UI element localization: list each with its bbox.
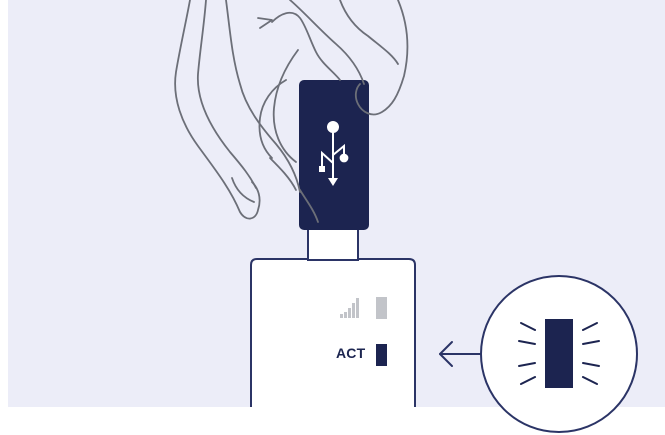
act-led bbox=[376, 344, 387, 366]
usb-connector bbox=[307, 225, 359, 261]
arrow-left-icon bbox=[439, 341, 482, 367]
blinking-led-icon bbox=[545, 319, 573, 388]
led-glow-rays bbox=[518, 322, 600, 385]
hand-outline bbox=[174, 0, 409, 223]
status-led-gray bbox=[376, 297, 387, 319]
magnified-led-callout bbox=[480, 275, 638, 433]
signal-strength-icon bbox=[340, 298, 359, 318]
usb-icon bbox=[319, 121, 349, 186]
device-body bbox=[250, 258, 416, 407]
act-label: ACT bbox=[336, 345, 366, 361]
